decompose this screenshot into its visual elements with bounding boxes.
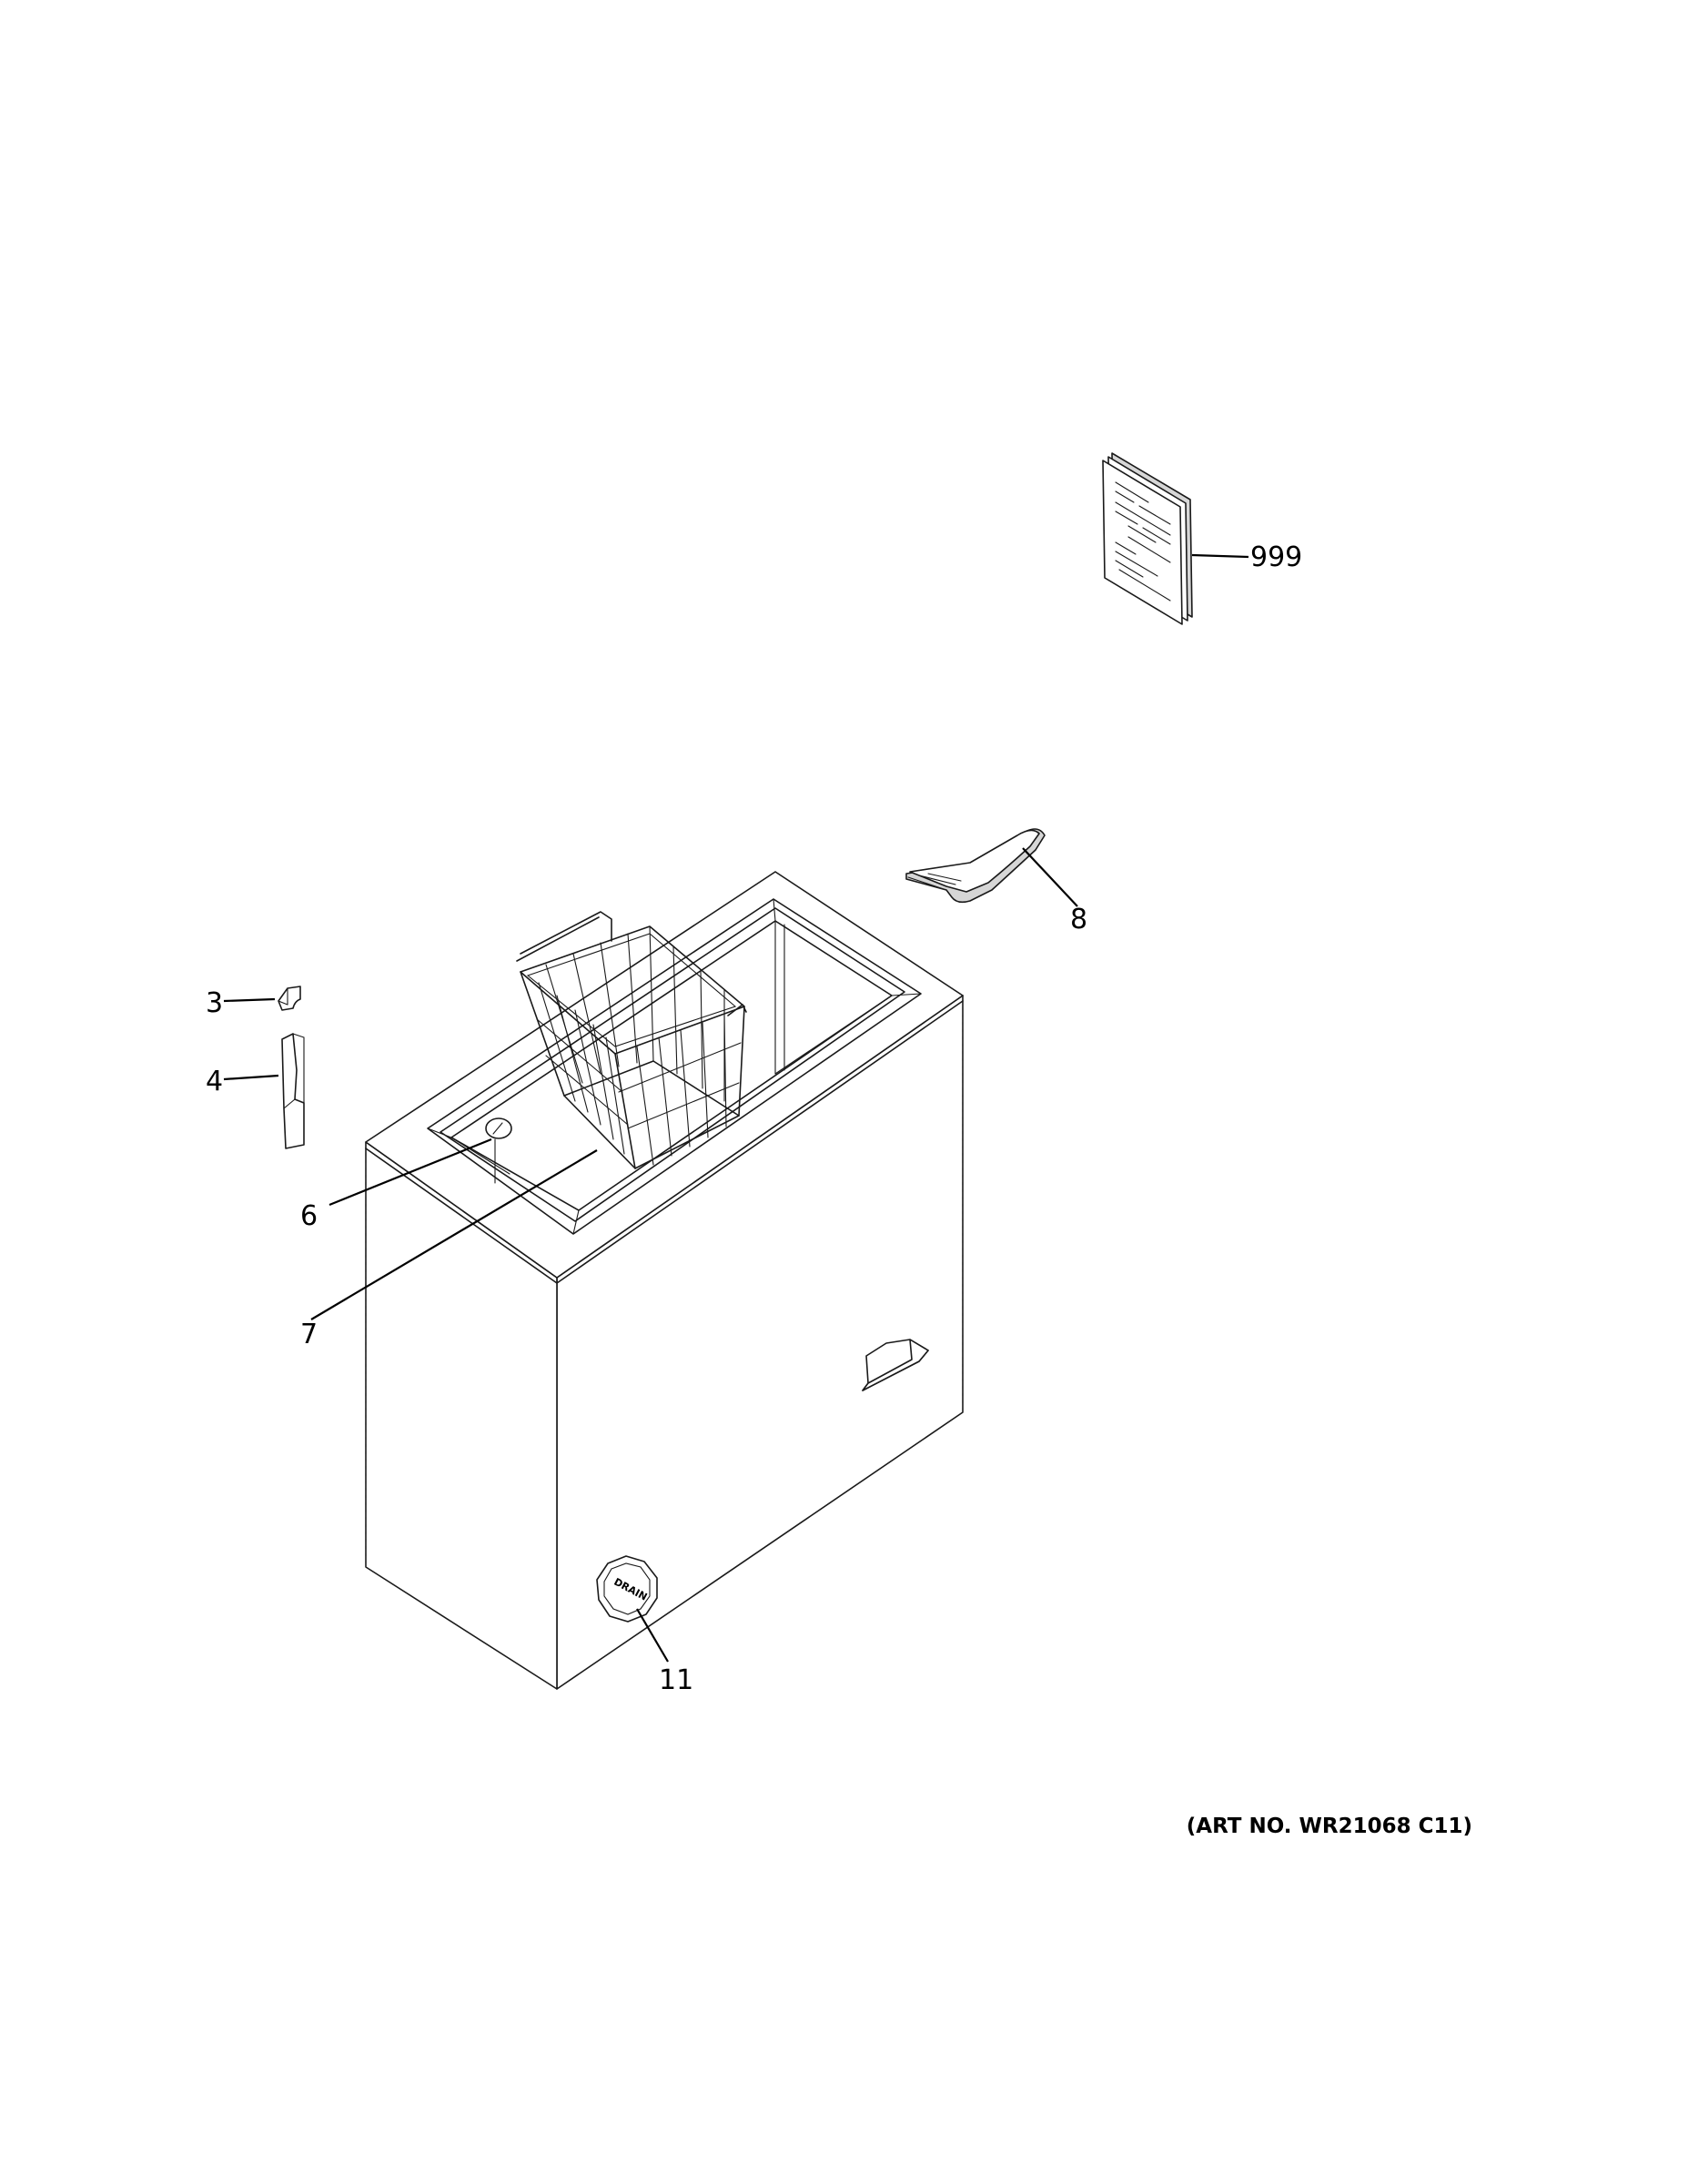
art-number: (ART NO. WR21068 C11): [1187, 1815, 1472, 1838]
callout-8: 8: [1070, 904, 1087, 935]
hinge: 4: [206, 1033, 305, 1149]
owners-manual: 999: [1102, 452, 1302, 625]
callout-11: 11: [659, 1664, 693, 1696]
callout-7: 7: [300, 1319, 318, 1350]
thermostat-knob: 6: [300, 1117, 512, 1232]
callout-3: 3: [206, 987, 223, 1019]
ice-scraper: 8: [905, 828, 1087, 935]
chest-freezer-cabinet: [365, 871, 964, 1690]
drain-plug: DRAIN 11: [596, 1555, 693, 1696]
callout-4: 4: [206, 1066, 223, 1097]
hinge-cover: 3: [206, 986, 301, 1019]
callout-6: 6: [300, 1200, 318, 1232]
callout-999: 999: [1250, 541, 1302, 573]
wire-basket: 7: [300, 911, 747, 1350]
